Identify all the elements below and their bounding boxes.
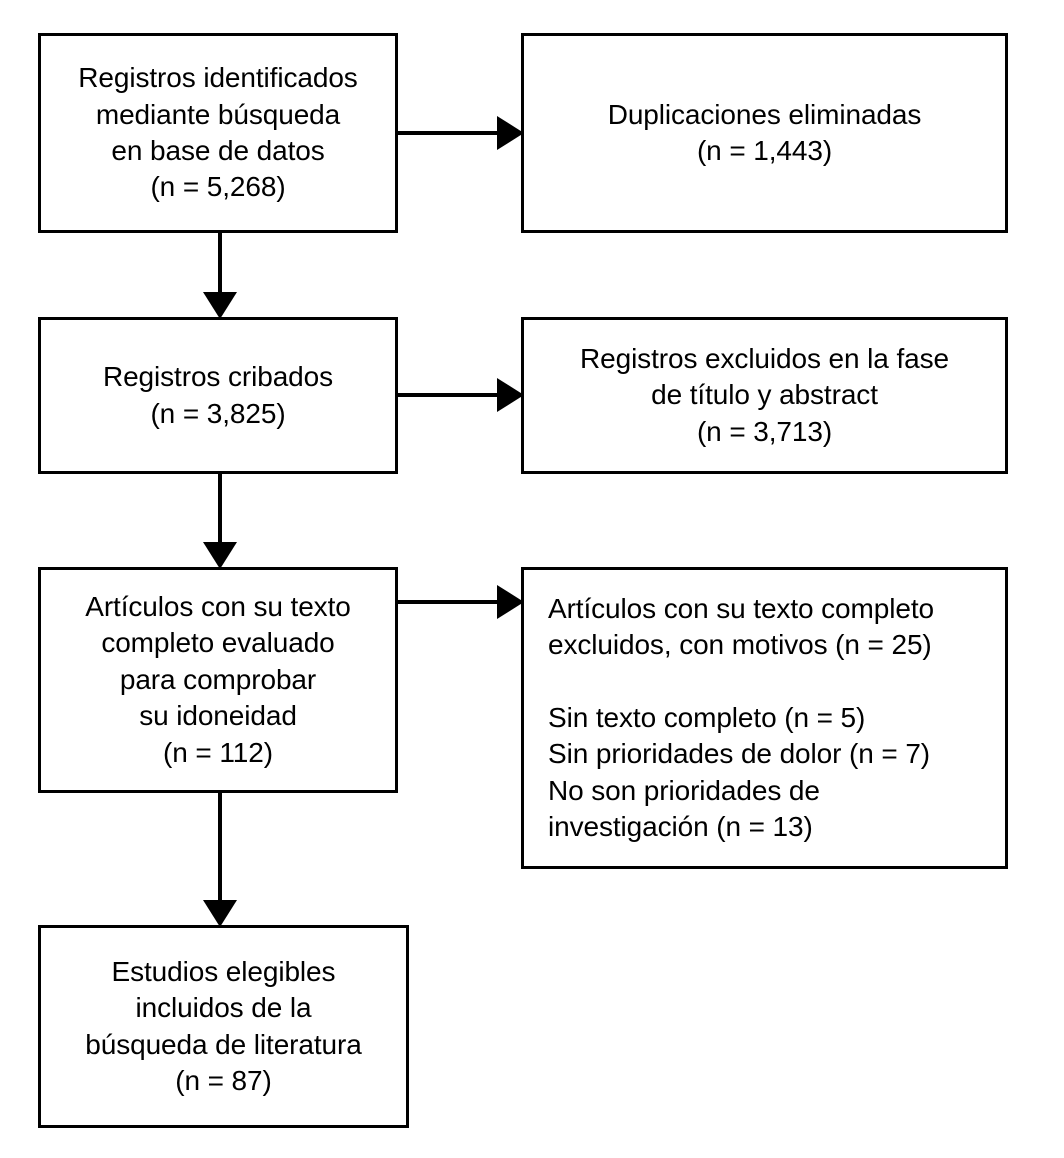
box-studies-included: Estudios elegibles incluidos de la búsqu…: [38, 925, 409, 1128]
arrow-down-icon-fulltext-to-included: [203, 793, 237, 927]
box-duplicates-removed-label: Duplicaciones eliminadas (n = 1,443): [607, 98, 922, 166]
arrow-down-icon-identified-to-screened: [203, 233, 237, 319]
arrow-right-icon-fulltext-to-reasons: [398, 585, 524, 619]
arrow-head: [203, 542, 237, 569]
box-records-screened: Registros cribados (n = 3,825): [38, 317, 398, 474]
box-fulltext-assessed: Artículos con su texto completo evaluado…: [38, 567, 398, 793]
box-records-identified: Registros identificados mediante búsqued…: [38, 33, 398, 233]
box-records-identified-label: Registros identificados mediante búsqued…: [78, 62, 358, 203]
arrow-right-icon-identified-to-duplicates: [398, 116, 524, 150]
arrow-head: [203, 292, 237, 319]
box-records-excluded-title-abstract: Registros excluidos en la fase de título…: [521, 317, 1008, 474]
box-studies-included-label: Estudios elegibles incluidos de la búsqu…: [85, 955, 362, 1096]
arrow-shaft: [218, 793, 222, 903]
box-fulltext-excluded-reasons-label: Artículos con su texto completo excluido…: [548, 592, 934, 842]
arrow-shaft: [398, 131, 500, 135]
box-duplicates-removed: Duplicaciones eliminadas (n = 1,443): [521, 33, 1008, 233]
box-fulltext-assessed-label: Artículos con su texto completo evaluado…: [85, 591, 351, 768]
arrow-head: [497, 378, 524, 412]
box-records-excluded-title-abstract-label: Registros excluidos en la fase de título…: [580, 342, 949, 447]
arrow-shaft: [218, 233, 222, 295]
arrow-head: [497, 585, 524, 619]
arrow-head: [497, 116, 524, 150]
arrow-right-icon-screened-to-excluded: [398, 378, 524, 412]
arrow-shaft: [218, 474, 222, 545]
arrow-head: [203, 900, 237, 927]
arrow-down-icon-screened-to-fulltext: [203, 474, 237, 569]
box-fulltext-excluded-reasons: Artículos con su texto completo excluido…: [521, 567, 1008, 869]
arrow-shaft: [398, 393, 500, 397]
box-records-screened-label: Registros cribados (n = 3,825): [102, 361, 334, 429]
arrow-shaft: [398, 600, 500, 604]
